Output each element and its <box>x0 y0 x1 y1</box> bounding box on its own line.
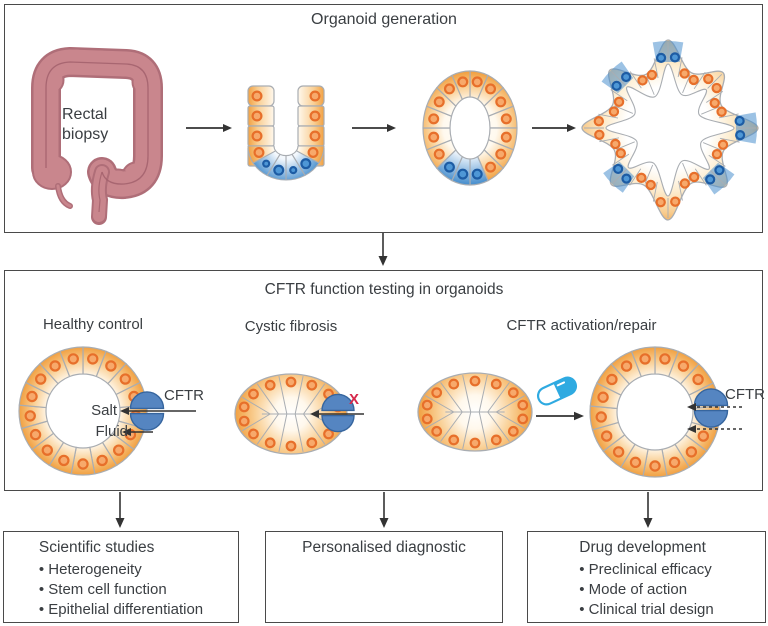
healthy-control-label: Healthy control <box>42 316 144 333</box>
cftr-activation-repair-label: CFTR activation/repair <box>506 317 657 334</box>
box-item: Mode of action <box>579 580 713 600</box>
pre-treatment-organoid <box>417 372 533 452</box>
colon-illustration <box>31 47 163 225</box>
blocked-x-mark: X <box>349 391 360 408</box>
cftr-channel-icon <box>129 391 165 431</box>
pill-icon <box>536 376 578 406</box>
arrow-pill-treatment <box>536 411 584 421</box>
dashed-flow-arrow-2 <box>687 425 742 433</box>
salt-arrow <box>120 407 196 415</box>
top-panel <box>4 4 763 233</box>
blocked-arrow <box>310 410 364 418</box>
cftr-channel-icon-repaired <box>693 388 729 428</box>
arrow-middle-to-scientific <box>115 492 125 528</box>
u-crypt-organoid <box>247 85 325 181</box>
cf-organoid <box>234 373 348 455</box>
middle-panel <box>4 270 763 491</box>
salt-label: Salt <box>91 402 117 419</box>
box-item-list: Preclinical efficacy Mode of action Clin… <box>579 560 714 620</box>
cftr-label-right: CFTR <box>725 386 765 403</box>
box-title: Drug development <box>579 539 706 556</box>
branched-organoid <box>581 39 759 221</box>
fluid-label: Fluid <box>95 423 128 440</box>
scientific-studies-box: Scientific studies Heterogeneity Stem ce… <box>3 531 239 623</box>
box-item: Clinical trial design <box>579 600 714 620</box>
early-organoid <box>422 70 518 186</box>
arrow-top-to-middle <box>378 233 388 266</box>
middle-panel-title: CFTR function testing in organoids <box>264 281 504 298</box>
box-title: Scientific studies <box>38 539 155 556</box>
box-item: Heterogeneity <box>39 560 203 580</box>
arrow-middle-to-drug <box>643 492 653 528</box>
personalised-diagnostic-box: Personalised diagnostic <box>265 531 503 623</box>
rectal-biopsy-label: Rectal biopsy <box>62 106 109 143</box>
cystic-fibrosis-label: Cystic fibrosis <box>244 318 338 335</box>
box-item: Stem cell function <box>39 580 203 600</box>
box-title: Personalised diagnostic <box>302 539 466 556</box>
arrow-organoid-to-branched <box>532 124 576 132</box>
arrow-crypt-to-organoid <box>352 124 396 132</box>
cftr-channel-icon-blocked <box>321 393 355 433</box>
top-panel-title: Organoid generation <box>311 11 457 28</box>
cftr-label-left: CFTR <box>164 387 204 404</box>
arrow-middle-to-diagnostic <box>379 492 389 528</box>
healthy-organoid <box>18 346 148 476</box>
dashed-flow-arrow-1 <box>687 403 742 411</box>
fluid-arrow <box>122 428 153 436</box>
box-item: Preclinical efficacy <box>579 560 713 580</box>
box-item: Epithelial differentiation <box>39 600 203 620</box>
box-item-list: Heterogeneity Stem cell function Epithel… <box>39 560 203 620</box>
drug-development-box: Drug development Preclinical efficacy Mo… <box>527 531 766 623</box>
arrow-colon-to-crypt <box>186 124 232 132</box>
